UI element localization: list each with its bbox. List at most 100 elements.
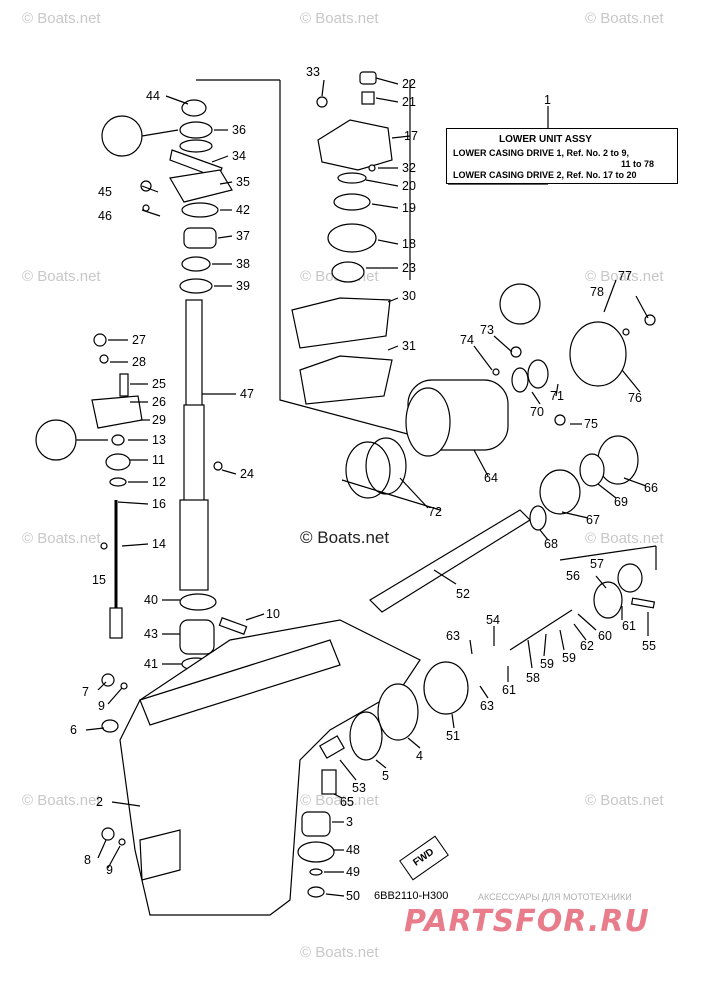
callout-5: 5 [382,769,389,783]
legend-line: LOWER CASING DRIVE 1, Ref. No. 2 to 9, [453,148,630,158]
callout-2: 2 [96,795,103,809]
callout-21: 21 [402,95,416,109]
part-50 [307,886,325,898]
part-55 [630,597,656,609]
callout-26: 26 [152,395,166,409]
callout-19: 19 [402,201,416,215]
part-67 [539,469,581,515]
part-18 [327,223,377,253]
part-6 [101,719,119,733]
part-29 [91,395,143,429]
callout-20: 20 [402,179,416,193]
callout-41: 41 [144,657,158,671]
callout-49: 49 [346,865,360,879]
callout-25: 25 [152,377,166,391]
grease-icon [101,115,143,157]
watermark: © Boats.net [585,792,664,809]
callout-14: 14 [152,537,166,551]
part-36 [179,121,213,139]
callout-57: 57 [590,557,604,571]
callout-43: 43 [144,627,158,641]
callout-12: 12 [152,475,166,489]
callout-36: 36 [232,123,246,137]
legend-line: 11 to 78 [621,159,655,169]
part-17 [317,119,393,171]
callout-48: 48 [346,843,360,857]
callout-47: 47 [240,387,254,401]
part-20 [337,172,367,184]
part-5 [349,711,383,761]
callout-69: 69 [614,495,628,509]
callout-61: 61 [502,683,516,697]
callout-64: 64 [484,471,498,485]
watermark: © Boats.net [300,792,379,809]
callout-46: 46 [98,209,112,223]
callout-51: 51 [446,729,460,743]
callout-67: 67 [586,513,600,527]
part-76 [569,321,627,387]
callout-32: 32 [402,161,416,175]
callout-23: 23 [402,261,416,275]
part-48 [297,841,335,863]
watermark: © Boats.net [22,10,101,27]
legend-title: LOWER UNIT ASSY [499,134,592,145]
part-40 [179,593,217,611]
part-57 [617,563,643,593]
callout-34: 34 [232,149,246,163]
part-65 [321,769,337,795]
callout-65: 65 [340,795,354,809]
callout-42: 42 [236,203,250,217]
callout-35: 35 [236,175,250,189]
drive-shaft-upper [185,299,203,411]
watermark: © Boats.net [22,268,101,285]
part-51 [423,661,469,715]
part-42 [181,202,219,218]
part-21 [361,91,375,105]
part-71 [527,359,549,389]
callout-63: 63 [446,629,460,643]
callout-66: 66 [644,481,658,495]
callout-78: 78 [590,285,604,299]
part-49 [309,868,323,876]
grease-icon [499,283,541,325]
callout-8: 8 [84,853,91,867]
callout-4: 4 [416,749,423,763]
callout-74: 74 [460,333,474,347]
part-31 [299,355,393,405]
watermark: © Boats.net [300,10,379,27]
center-watermark: © Boats.net [300,528,390,547]
callout-38: 38 [236,257,250,271]
callout-56: 56 [566,569,580,583]
part-56 [593,581,623,619]
drive-shaft-spline [179,499,209,591]
callout-72: 72 [428,505,442,519]
callout-9: 9 [98,699,105,713]
part-3 [301,811,331,837]
watermark: © Boats.net [300,944,379,961]
callout-18: 18 [402,237,416,251]
watermark: © Boats.net [22,792,101,809]
watermark: © Boats.net [22,530,101,547]
callout-45: 45 [98,185,112,199]
callout-50: 50 [346,889,360,903]
callout-15: 15 [92,573,106,587]
callout-11: 11 [152,453,165,467]
part-44 [181,99,207,117]
drive-shaft-mid [183,404,205,506]
callout-30: 30 [402,289,416,303]
part-43 [179,619,215,655]
watermark: © Boats.net [585,268,664,285]
callout-40: 40 [144,593,158,607]
callout-16: 16 [152,497,166,511]
callout-17: 17 [404,129,418,143]
callout-59: 59 [562,651,576,665]
legend-line: LOWER CASING DRIVE 2, Ref. No. 17 to 20 [453,170,637,180]
callout-54: 54 [486,613,500,627]
callout-68: 68 [544,537,558,551]
callout-55: 55 [642,639,656,653]
callout-70: 70 [530,405,544,419]
callout-62: 62 [580,639,594,653]
callout-76: 76 [628,391,642,405]
part-38 [181,256,211,272]
